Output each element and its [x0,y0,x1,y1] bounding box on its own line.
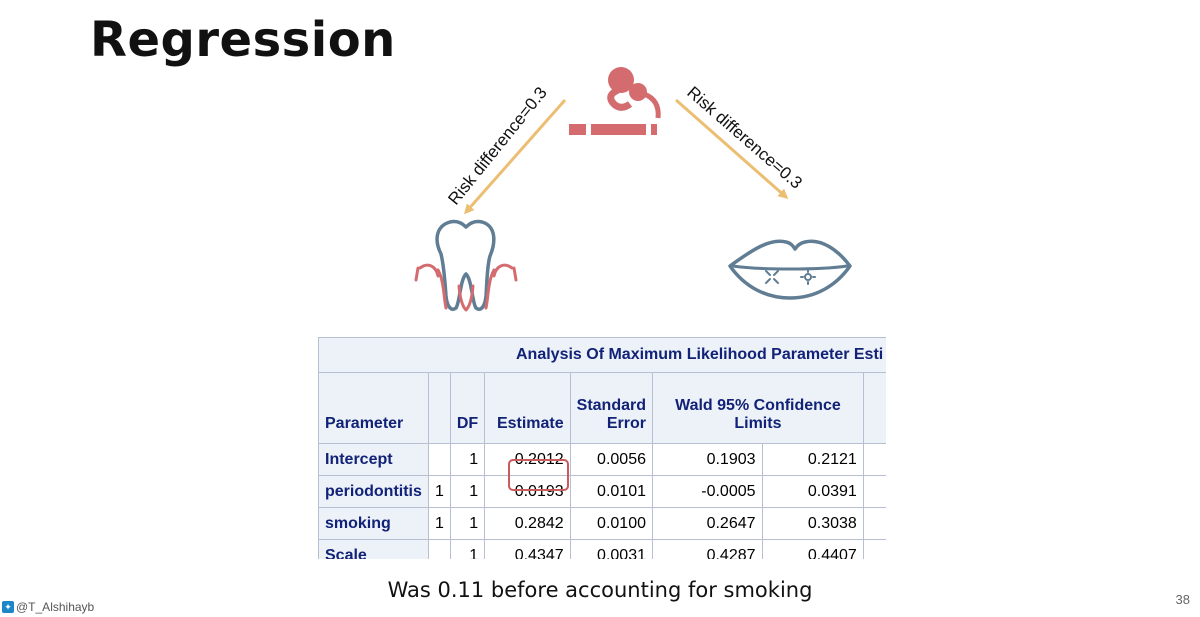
row-std-error: 0.0100 [569,507,653,540]
table-row: Scale 1 0.4347 0.0031 0.4287 0.4407 [318,539,886,559]
std-error-line1: Standard [576,397,646,414]
row-level [427,443,451,476]
row-df: 1 [449,443,486,476]
lips-icon [728,239,852,300]
right-arrow-label: Risk difference=0.3 [683,83,805,193]
row-level: 1 [427,507,451,540]
row-lower-limit: -0.0005 [651,475,763,508]
estimate-highlight-box [508,459,569,491]
row-estimate: 0.0193 [484,475,571,508]
right-arrow [675,98,789,199]
row-lower-limit: 0.1903 [651,443,763,476]
causal-diagram: Risk difference=0.3 Risk difference=0.3 [414,67,852,312]
twitter-icon: ✦ [2,601,14,613]
row-level [427,539,451,559]
footnote-text: Was 0.11 before accounting for smoking [387,578,813,602]
tooth-icon [414,219,518,312]
page-number: 38 [1175,592,1190,607]
row-upper-limit: 0.0391 [761,475,864,508]
left-arrow-label: Risk difference=0.3 [444,83,550,208]
row-lower-limit: 0.2647 [651,507,763,540]
row-estimate: 0.2842 [484,507,571,540]
row-df: 1 [449,507,486,540]
row-upper-limit: 0.4407 [761,539,864,559]
row-upper-limit: 0.3038 [761,507,864,540]
left-arrow [464,99,567,215]
regression-output-table: Analysis Of Maximum Likelihood Parameter… [318,337,886,559]
table-row: Intercept 1 0.2012 0.0056 0.1903 0.2121 [318,443,886,476]
table-row: periodontitis 1 1 0.0193 0.0101 -0.0005 … [318,475,886,508]
col-header-parameter: Parameter [318,372,429,444]
sore-spot-icon [800,269,816,285]
row-df: 1 [449,539,486,559]
row-lower-limit: 0.4287 [651,539,763,559]
row-upper-limit: 0.2121 [761,443,864,476]
col-header-std-error: Standard Error [569,372,653,444]
row-level: 1 [427,475,451,508]
row-df: 1 [449,475,486,508]
author-handle: ✦ @T_Alshihayb [2,600,94,614]
slide-title: Regression [90,12,396,68]
cigarette-icon [569,67,661,135]
col-header-cutoff [862,372,886,444]
row-std-error: 0.0031 [569,539,653,559]
angry-vein-icon [765,270,779,284]
parameter-estimates-table: Analysis Of Maximum Likelihood Parameter… [318,337,886,559]
col-header-confidence-limits: Wald 95% Confidence Limits [651,372,864,444]
row-parameter: Intercept [318,443,429,476]
row-std-error: 0.0101 [569,475,653,508]
row-std-error: 0.0056 [569,443,653,476]
row-estimate: 0.4347 [484,539,571,559]
row-parameter: smoking [318,507,429,540]
handle-text: @T_Alshihayb [16,600,95,614]
col-header-level [427,372,451,444]
table-caption: Analysis Of Maximum Likelihood Parameter… [318,337,886,373]
table-row: smoking 1 1 0.2842 0.0100 0.2647 0.3038 [318,507,886,540]
col-header-estimate: Estimate [484,372,571,444]
row-parameter: Scale [318,539,429,559]
row-parameter: periodontitis [318,475,429,508]
std-error-line2: Error [606,415,646,432]
col-header-df: DF [449,372,486,444]
